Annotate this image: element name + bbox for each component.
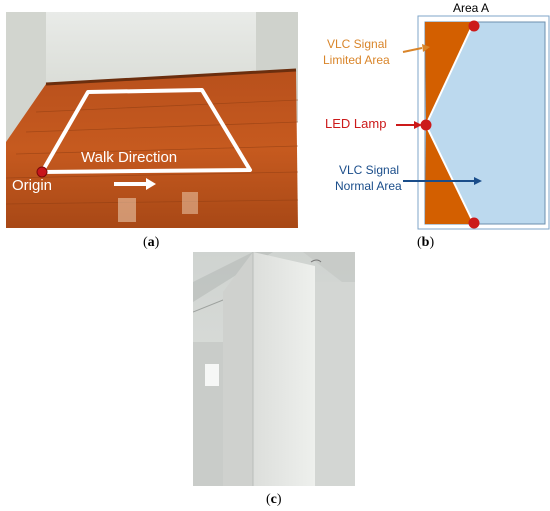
limited-area-label-line1: VLC Signal (327, 37, 388, 51)
room-photo: Walk Direction Origin (6, 12, 298, 228)
origin-marker (36, 166, 48, 178)
led-dot-top (468, 20, 480, 32)
led-dot-bottom (468, 217, 480, 229)
pillar-photo (193, 252, 355, 486)
vlc-area-diagram (408, 0, 550, 232)
caption-a: (a) (143, 235, 160, 250)
room-photo-drawing (6, 12, 298, 228)
vlc-area-drawing (417, 15, 550, 230)
limited-area-arrow (402, 47, 423, 53)
origin-label: Origin (12, 177, 53, 194)
normal-area-label-line1: VLC Signal (339, 163, 400, 177)
led-dot-middle (420, 119, 432, 131)
pillar-photo-drawing (193, 252, 355, 486)
walk-path (40, 88, 252, 174)
normal-area-label-line2: Normal Area (335, 179, 402, 193)
caption-b: (b) (417, 235, 435, 250)
limited-area-label-line2: Limited Area (323, 53, 390, 67)
walk-arrow-head (146, 178, 156, 190)
walk-direction-label: Walk Direction (81, 149, 178, 166)
led-lamp-label: LED Lamp (325, 116, 387, 131)
caption-c: (c) (266, 492, 282, 507)
area-a-label: Area A (453, 1, 490, 15)
